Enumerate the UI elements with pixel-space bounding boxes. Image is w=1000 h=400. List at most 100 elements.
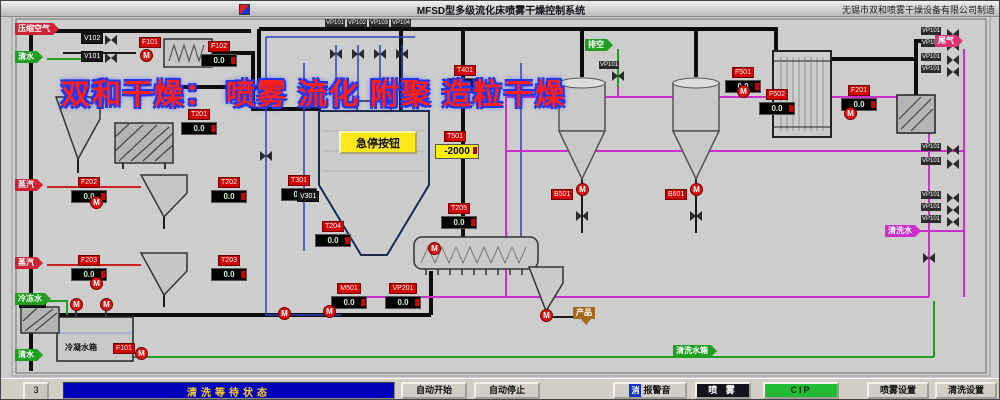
instrument-value: -2000 <box>435 144 479 159</box>
auto-start-button[interactable]: 自动开始 <box>401 382 467 399</box>
instrument-value: 0.0 <box>331 296 367 309</box>
instrument-f102: F102 0.0 <box>199 35 239 67</box>
title-bar: MFSD型多级流化床喷雾干燥控制系统 无锡市双和喷雾干燥设备有限公司制造 <box>1 1 999 17</box>
label-vp101-21: VP101 <box>921 203 942 211</box>
instrument-tag[interactable]: T301 <box>288 175 310 186</box>
stream-text: 冷冻水 <box>18 294 42 303</box>
alarm-mute-button[interactable]: 消报警音 <box>613 382 687 399</box>
instrument-t501: T501 -2000 <box>435 125 479 159</box>
motor-icon[interactable]: M <box>844 107 857 120</box>
flow-arrow-icon <box>45 293 51 305</box>
stream-text: 产品 <box>576 308 592 317</box>
flow-arrow-icon <box>37 349 43 361</box>
window-title: MFSD型多级流化床喷雾干燥控制系统 <box>416 6 586 17</box>
cip-button[interactable]: CIP <box>763 382 839 399</box>
instrument-value: 0.0 <box>385 296 421 309</box>
label-vp101-18: VP101 <box>921 143 942 151</box>
instrument-tag[interactable]: T205 <box>448 203 470 214</box>
page-selector-button[interactable]: 3 <box>23 382 49 399</box>
stream-text: 清水 <box>18 52 34 61</box>
app-icon <box>239 4 250 15</box>
motor-icon[interactable]: M <box>323 305 336 318</box>
motor-icon[interactable]: M <box>140 49 153 62</box>
instrument-tag[interactable]: F201 <box>848 85 870 96</box>
instrument-vp201: VP201 0.0 <box>383 277 423 309</box>
instrument-tag[interactable]: F203 <box>78 255 100 266</box>
flow-arrow-icon <box>915 225 921 237</box>
instrument-tag[interactable]: F202 <box>78 177 100 188</box>
instrument-value: 0.0 <box>181 122 217 135</box>
stream-text: 排空 <box>588 40 604 49</box>
stream-text: 清水 <box>18 350 34 359</box>
instrument-tag[interactable]: T401 <box>454 65 476 76</box>
label-冷凝水箱-8: 冷凝水箱 <box>65 343 97 352</box>
stream-text: 压缩空气 <box>18 24 50 33</box>
auto-stop-button[interactable]: 自动停止 <box>474 382 540 399</box>
status-text: 清洗等待状态 <box>187 388 271 399</box>
flow-arrow-icon <box>607 39 613 51</box>
company-name: 无锡市双和喷雾干燥设备有限公司制造 <box>841 5 995 15</box>
instrument-tag[interactable]: T501 <box>444 131 466 142</box>
label-vp101-9: VP101 <box>325 19 346 27</box>
instrument-tag[interactable]: T201 <box>188 109 210 120</box>
flow-arrow-icon <box>37 179 43 191</box>
instrument-value: 0.0 <box>211 268 247 281</box>
stream-text: 尾气 <box>938 36 954 45</box>
spray-settings-button[interactable]: 喷雾设置 <box>867 382 929 399</box>
motor-icon[interactable]: M <box>690 183 703 196</box>
instrument-tag[interactable]: T203 <box>218 255 240 266</box>
instrument-tag[interactable]: F501 <box>732 67 754 78</box>
stream-label-7: 尾气 <box>935 35 963 47</box>
clean-settings-button[interactable]: 清洗设置 <box>935 382 997 399</box>
stream-text: 清洗水箱 <box>676 346 708 355</box>
instrument-t203: T203 0.0 <box>209 249 249 281</box>
flow-arrow-icon <box>37 51 43 63</box>
instrument-m501: M501 0.0 <box>329 277 369 309</box>
spray-button[interactable]: 喷 雾 <box>695 382 751 399</box>
stream-label-0: 压缩空气 <box>15 23 59 35</box>
instrument-value: 0.0 <box>211 190 247 203</box>
motor-icon[interactable]: M <box>737 85 750 98</box>
label-vp102-10: VP102 <box>347 19 368 27</box>
label-vp104-12: VP104 <box>391 19 412 27</box>
motor-icon[interactable]: M <box>135 347 148 360</box>
stream-label-10: 清洗水箱 <box>673 345 717 357</box>
stream-text: 蒸汽 <box>18 258 34 267</box>
instrument-value: 0.0 <box>447 78 483 91</box>
label-vp101-14: VP101 <box>921 27 942 35</box>
instrument-tag[interactable]: F502 <box>766 89 788 100</box>
motor-icon[interactable]: M <box>428 242 441 255</box>
instrument-tag[interactable]: VP201 <box>389 283 417 294</box>
control-bar: 3 清洗等待状态 自动开始 自动停止 消报警音 喷 雾 CIP 喷雾设置 清洗设… <box>1 378 999 399</box>
label-vp101-16: VP101 <box>921 53 942 61</box>
instrument-tag[interactable]: M501 <box>337 283 361 294</box>
motor-icon[interactable]: M <box>540 309 553 322</box>
motor-icon[interactable]: M <box>70 298 83 311</box>
stream-label-1: 清水 <box>15 51 43 63</box>
instrument-tag[interactable]: T202 <box>218 177 240 188</box>
motor-icon[interactable]: M <box>576 183 589 196</box>
label-v102-1: V102 <box>81 33 104 44</box>
instrument-value: 0.0 <box>201 54 237 67</box>
label-vp101-17: VP101 <box>921 65 942 73</box>
label-vp103-11: VP103 <box>369 19 390 27</box>
motor-icon[interactable]: M <box>278 307 291 320</box>
instrument-tag[interactable]: T204 <box>322 221 344 232</box>
stream-label-8: 产品 <box>573 307 595 325</box>
instrument-tag[interactable]: F102 <box>208 41 230 52</box>
motor-icon[interactable]: M <box>90 277 103 290</box>
label-vp101-13: VP101 <box>599 61 620 69</box>
stream-label-3: 蒸汽 <box>15 257 43 269</box>
flow-arrow-icon <box>53 23 59 35</box>
label-f101-7: F101 <box>113 343 135 354</box>
instrument-value: 0.0 <box>315 234 351 247</box>
motor-icon[interactable]: M <box>90 196 103 209</box>
motor-icon[interactable]: M <box>100 298 113 311</box>
alarm-mute-label: 报警音 <box>643 385 671 395</box>
label-v301-3: V301 <box>297 191 320 202</box>
label-v101-2: V101 <box>81 51 104 62</box>
flow-arrow-icon <box>957 35 963 47</box>
instrument-t201: T201 0.0 <box>179 103 219 135</box>
